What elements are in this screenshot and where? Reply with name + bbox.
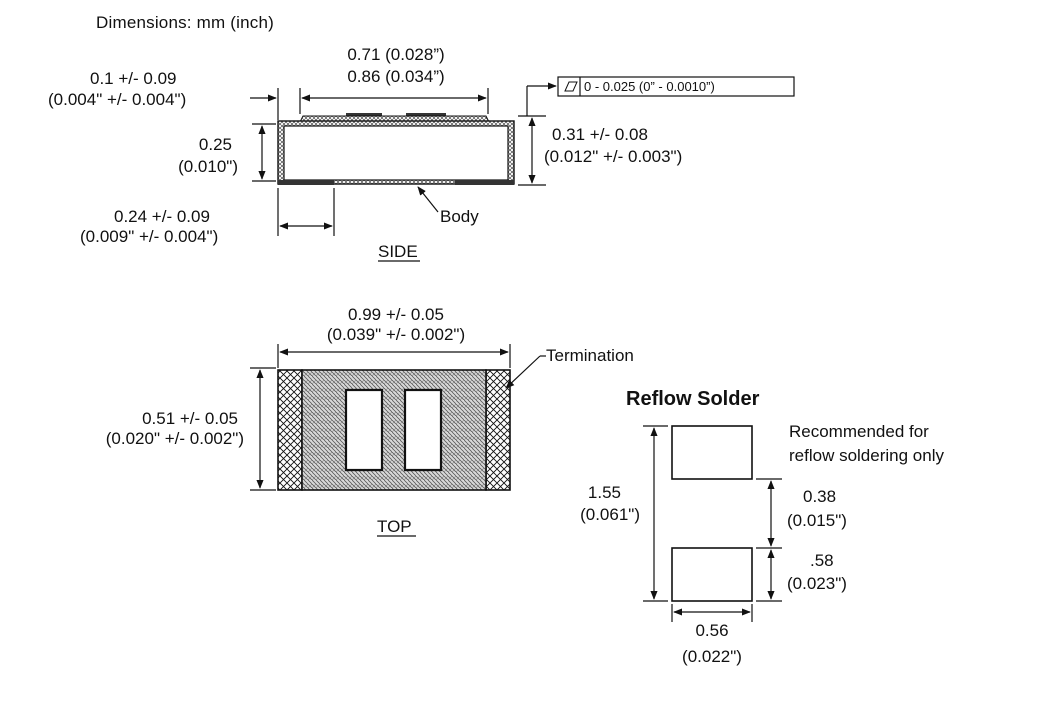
side-view: 0.71 (0.028”) 0.86 (0.034”) 0.1 +/- 0.09… — [48, 45, 795, 262]
reflow-pad-top — [671, 425, 753, 480]
reflow-dim-gap-line2: (0.015") — [787, 511, 847, 530]
side-body-callout: Body — [440, 207, 479, 226]
reflow-dim-pad-height-line1: .58 — [810, 551, 834, 570]
side-dim-offset-line1: 0.1 +/- 0.09 — [90, 69, 176, 88]
side-dim-top-line1: 0.71 (0.028”) — [347, 45, 444, 64]
top-window-left — [344, 388, 384, 472]
side-dim-term-width-line2: (0.009" +/- 0.004") — [80, 227, 218, 246]
flatness-symbol-icon — [564, 81, 578, 92]
top-body — [301, 369, 487, 491]
side-dim-body-height-line2: (0.010") — [178, 157, 238, 176]
reflow-dim-gap-line1: 0.38 — [803, 487, 836, 506]
side-dim-top-line2: 0.86 (0.034”) — [347, 67, 444, 86]
reflow-dim-pad-width-line2: (0.022") — [682, 647, 742, 666]
flatness-tolerance-value: 0 - 0.025 (0” - 0.0010”) — [584, 79, 715, 94]
top-termination-callout-leader — [505, 355, 541, 389]
side-dim-total-height-line2: (0.012" +/- 0.003") — [544, 147, 682, 166]
top-dim-length-line2: (0.039" +/- 0.002") — [327, 325, 465, 344]
top-dim-width-line2: (0.020" +/- 0.002") — [106, 429, 244, 448]
side-dim-offset-line2: (0.004" +/- 0.004") — [48, 90, 186, 109]
top-termination-callout: Termination — [546, 346, 634, 365]
reflow-dim-total-line2: (0.061") — [580, 505, 640, 524]
side-dim-term-width-line1: 0.24 +/- 0.09 — [114, 207, 210, 226]
reflow-pad-bottom — [671, 547, 753, 602]
reflow-dim-pad-width-line1: 0.56 — [695, 621, 728, 640]
side-body-core — [283, 125, 509, 181]
reflow-dim-total-line1: 1.55 — [588, 483, 621, 502]
side-bottom-termination-left — [278, 180, 334, 185]
reflow-solder-pattern: Reflow Solder Recommended for reflow sol… — [580, 388, 944, 666]
top-dim-length-line1: 0.99 +/- 0.05 — [348, 305, 444, 324]
top-window-right — [403, 388, 443, 472]
reflow-dim-pad-height-line2: (0.023") — [787, 574, 847, 593]
dimensions-note: Dimensions: mm (inch) — [96, 13, 274, 32]
top-termination-left — [277, 369, 303, 491]
side-dim-body-height-line1: 0.25 — [199, 135, 232, 154]
reflow-note-line1: Recommended for — [789, 422, 929, 441]
top-dim-width-line1: 0.51 +/- 0.05 — [142, 409, 238, 428]
top-view-label: TOP — [377, 517, 412, 536]
flatness-feature-control-frame: 0 - 0.025 (0” - 0.0010”) — [557, 76, 795, 97]
top-view: 0.99 +/- 0.05 (0.039" +/- 0.002") 0.51 +… — [106, 305, 634, 537]
reflow-note-line2: reflow soldering only — [789, 446, 944, 465]
reflow-title: Reflow Solder — [626, 388, 760, 410]
side-bottom-termination-right — [455, 180, 514, 185]
top-termination-right — [485, 369, 511, 491]
side-body-callout-leader — [417, 186, 439, 213]
side-view-label: SIDE — [378, 242, 418, 261]
side-dim-total-height-line1: 0.31 +/- 0.08 — [552, 125, 648, 144]
